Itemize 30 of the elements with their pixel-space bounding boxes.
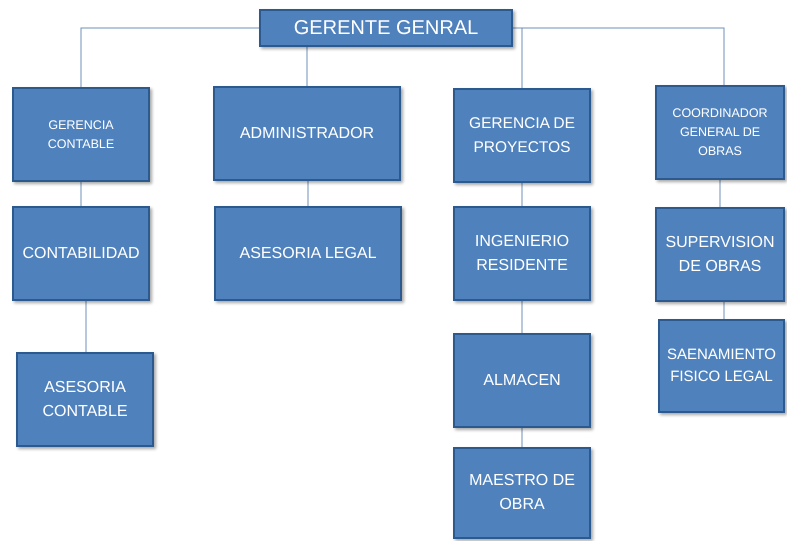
- connector-line: [80, 182, 82, 206]
- org-box: [453, 88, 591, 183]
- org-box: [259, 9, 513, 47]
- box-label: COORDINADOR GENERAL DE OBRAS: [671, 105, 769, 160]
- connector-line: [306, 46, 308, 86]
- box-label: GERENCIA DE PROYECTOS: [468, 114, 576, 158]
- box-label: SAENAMIENTO FISICO LEGAL: [666, 344, 777, 387]
- org-box: [12, 87, 150, 182]
- org-box: [453, 447, 591, 539]
- org-box: [213, 86, 401, 181]
- box-label: GERENCIA CONTABLE: [46, 116, 116, 152]
- box-label: ASESORIA CONTABLE: [41, 378, 129, 422]
- org-box: [453, 333, 591, 428]
- org-box: [658, 319, 785, 413]
- org-box: [16, 352, 154, 447]
- org-box: [12, 206, 150, 301]
- box-label: MAESTRO DE OBRA: [468, 471, 576, 515]
- box-label: INGENIERIO RESIDENTE: [474, 232, 570, 276]
- box-label: ASESORIA LEGAL: [238, 244, 378, 264]
- org-box: [655, 85, 785, 180]
- box-label: ADMINISTRADOR: [238, 124, 376, 144]
- box-label: ALMACEN: [482, 370, 562, 390]
- org-box: [655, 207, 785, 302]
- box-label: GERENTE GENRAL: [292, 16, 480, 41]
- org-box: [214, 206, 402, 301]
- org-box: [453, 206, 591, 301]
- connector-line: [80, 28, 260, 88]
- connector-line: [512, 28, 724, 86]
- box-label: SUPERVISION DE OBRAS: [664, 232, 776, 276]
- box-label: CONTABILIDAD: [21, 244, 141, 264]
